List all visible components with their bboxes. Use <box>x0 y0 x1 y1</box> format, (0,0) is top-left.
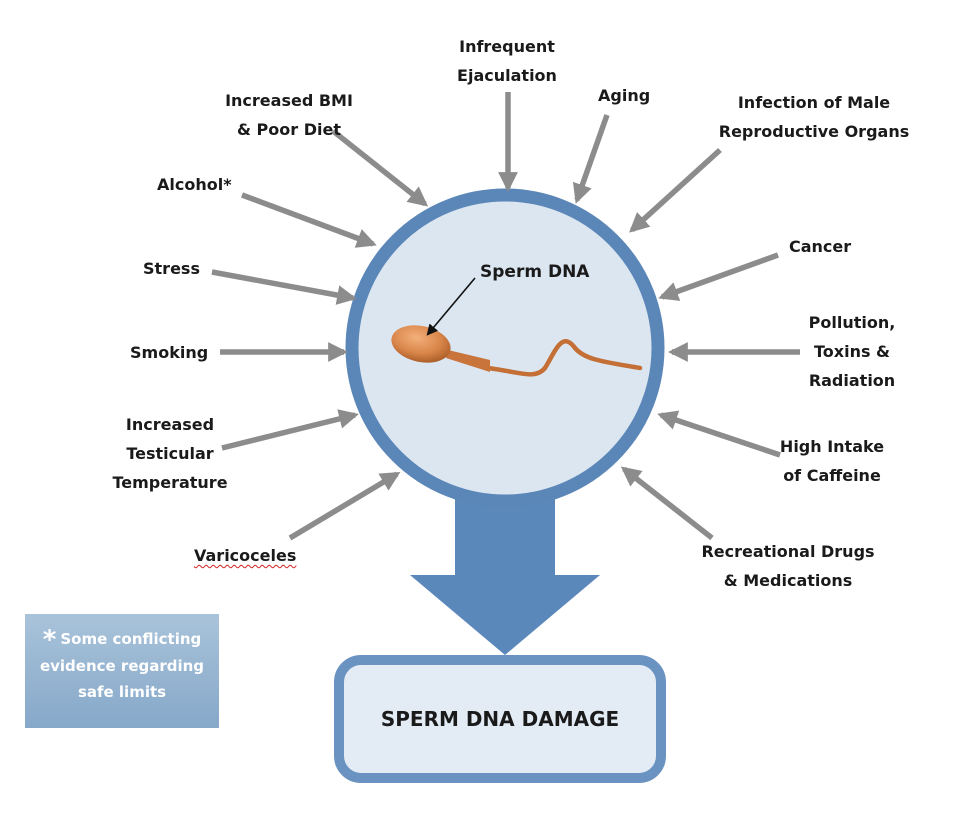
conflicting-evidence-note: *Some conflicting evidence regarding saf… <box>25 614 219 728</box>
factor-recreational-drugs: Recreational Drugs & Medications <box>701 542 875 590</box>
factor-testicular-temp: Increased Testicular Temperature <box>112 415 228 492</box>
note-line-3: safe limits <box>77 683 167 701</box>
factor-stress: Stress <box>143 259 200 278</box>
factor-smoking: Smoking <box>130 343 209 362</box>
sperm-dna-damage-box <box>334 655 666 783</box>
note-line-1: Some conflicting <box>60 630 202 648</box>
sperm-dna-label: Sperm DNA <box>480 262 590 282</box>
factor-caffeine: High Intake of Caffeine <box>779 437 885 485</box>
factor-varicoceles: Varicoceles <box>194 546 297 565</box>
arrow-recreational-drugs <box>620 466 714 541</box>
factor-infection: Infection of Male Reproductive Organs <box>718 93 910 141</box>
arrow-alcohol <box>241 192 377 248</box>
sperm-dna-circle <box>345 188 665 508</box>
factor-cancer: Cancer <box>789 237 852 256</box>
factor-alcohol: Alcohol* <box>157 175 232 194</box>
arrow-varicoceles <box>288 471 401 541</box>
arrow-stress <box>211 269 357 305</box>
arrow-aging <box>572 114 610 204</box>
arrow-caffeine <box>657 410 781 458</box>
factor-increased-bmi: Increased BMI & Poor Diet <box>225 91 353 139</box>
factor-aging: Aging <box>598 86 651 105</box>
arrow-infection <box>629 147 722 233</box>
arrow-cancer <box>658 252 779 301</box>
arrow-testicular-temp <box>221 409 359 451</box>
factor-pollution: Pollution, Toxins & Radiation <box>808 313 896 390</box>
note-line-2: evidence regarding <box>39 657 205 675</box>
big-down-arrow <box>410 480 600 655</box>
arrow-increased-bmi <box>331 128 429 207</box>
factor-infrequent-ejaculation: Infrequent Ejaculation <box>457 37 557 85</box>
dna-pointer-arrow <box>426 277 476 336</box>
asterisk-symbol: * <box>42 625 57 655</box>
sperm-dna-damage-label: SPERM DNA DAMAGE <box>380 707 620 731</box>
